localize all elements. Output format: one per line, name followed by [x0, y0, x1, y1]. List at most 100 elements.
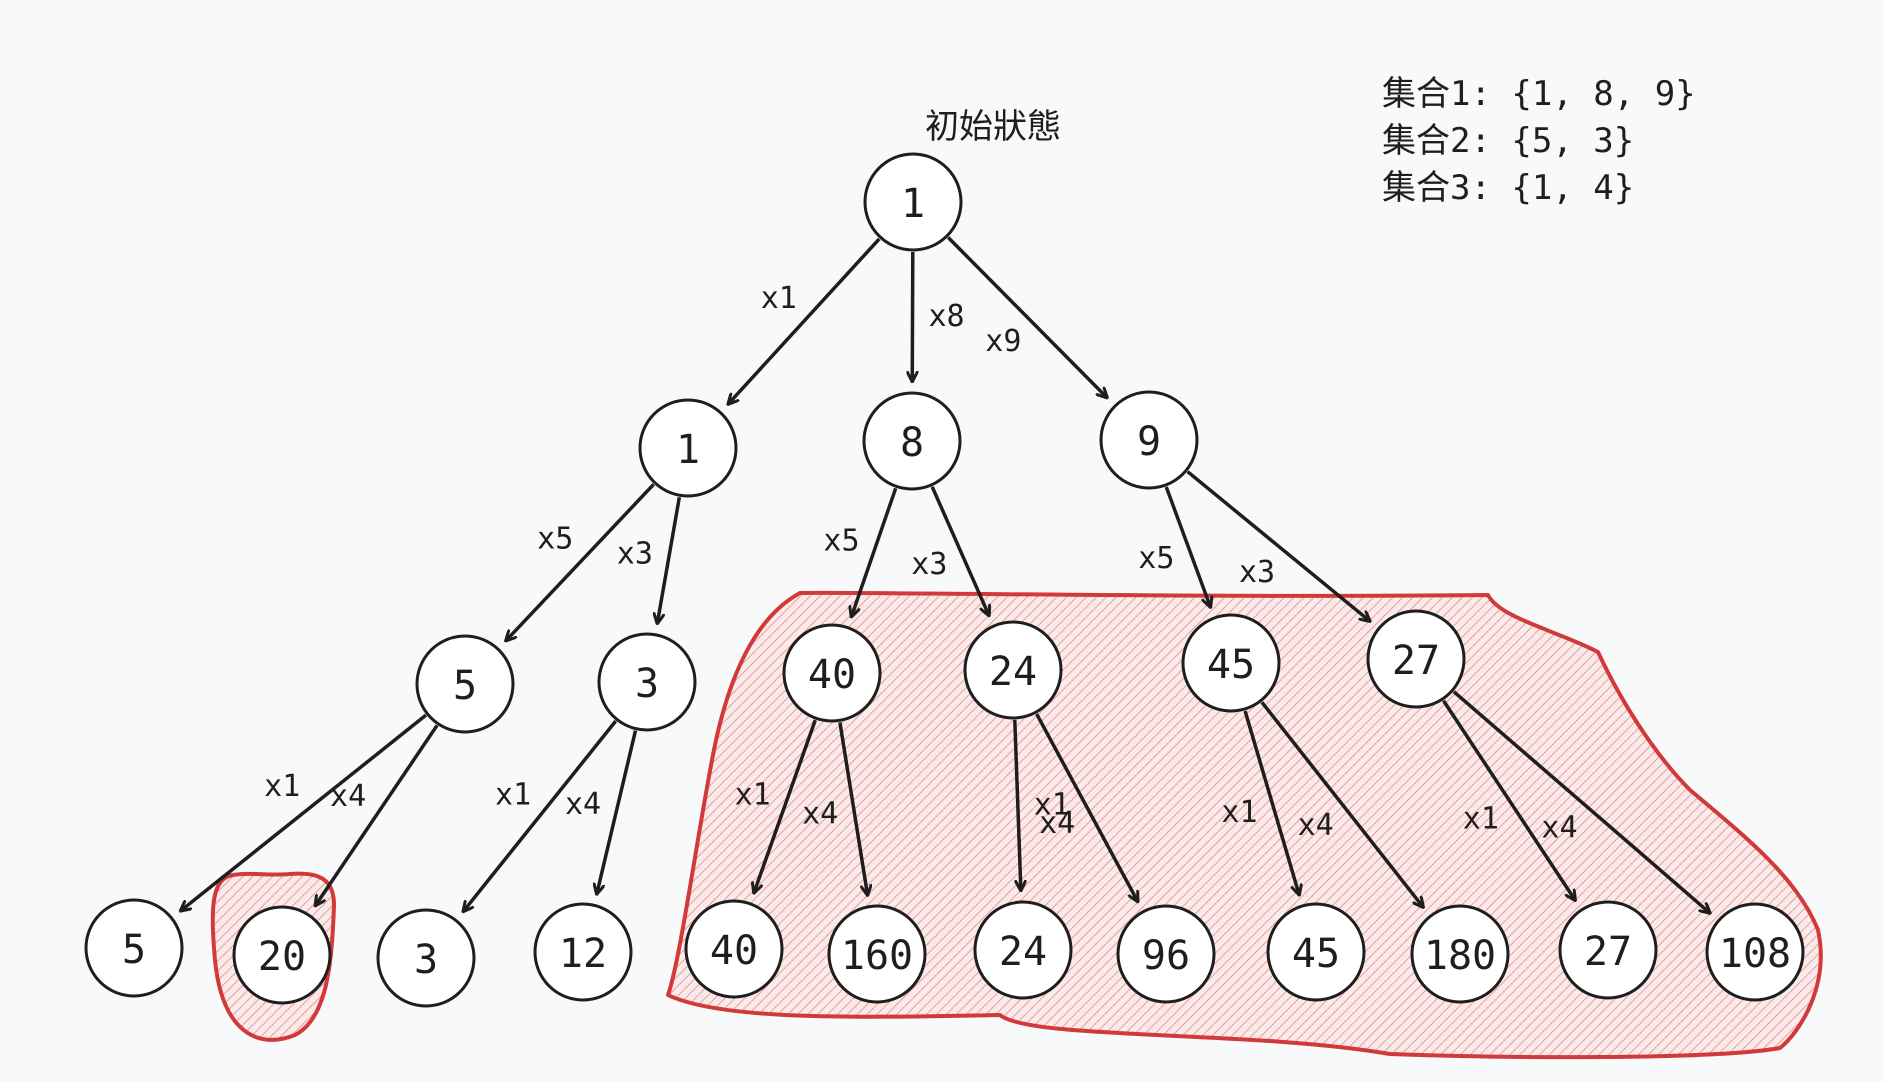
edge-arrow	[597, 730, 638, 894]
edge-label: x1	[1463, 802, 1499, 837]
edge-label: x1	[735, 777, 771, 812]
node-label: 27	[1392, 638, 1440, 684]
node-label: 40	[808, 652, 856, 698]
tree-node: 180	[1410, 904, 1510, 1004]
edge-arrow	[754, 719, 817, 892]
tree-node: 20	[232, 905, 332, 1005]
tree-node: 24	[973, 900, 1073, 1000]
tree-node: 5	[84, 898, 184, 998]
edge-arrow	[1186, 470, 1370, 621]
node-circle	[863, 152, 963, 252]
highlight-region-large	[666, 590, 1823, 1060]
node-circle	[862, 391, 962, 491]
edge-arrow	[946, 236, 1107, 398]
tree-node: 1	[863, 152, 963, 252]
tree-node: 8	[862, 391, 962, 491]
edge-label: x9	[985, 324, 1021, 359]
node-circle	[597, 632, 697, 732]
node-circle	[533, 902, 633, 1002]
edge-label: x5	[537, 522, 573, 557]
edge-arrow	[464, 719, 618, 911]
node-circle	[415, 634, 515, 734]
node-label: 96	[1142, 933, 1190, 979]
node-label: 20	[258, 934, 306, 980]
edge-arrow	[728, 237, 881, 404]
edge-label: x1	[761, 281, 797, 316]
edge-label: x4	[802, 796, 838, 831]
tree-node: 9	[1099, 390, 1199, 490]
node-circle	[827, 904, 927, 1004]
tree-node: 3	[376, 908, 476, 1008]
node-label: 45	[1292, 931, 1340, 977]
node-circle	[782, 623, 882, 723]
node-circle	[1266, 902, 1366, 1002]
edge-label: x5	[1138, 541, 1174, 576]
node-circle	[963, 620, 1063, 720]
tree-node: 96	[1116, 904, 1216, 1004]
edge-arrow	[838, 722, 868, 894]
node-circle	[1366, 609, 1466, 709]
node-circle	[1181, 613, 1281, 713]
tree-node: 45	[1266, 902, 1366, 1002]
node-circle	[638, 398, 738, 498]
edge-arrow	[930, 486, 989, 615]
tree-node: 45	[1181, 613, 1281, 713]
edge-label: x1	[264, 769, 300, 804]
edge-arrow	[506, 483, 655, 640]
edge-arrow	[657, 496, 682, 623]
node-circle	[1558, 900, 1658, 1000]
edge-label: x8	[928, 299, 964, 334]
edge-label: x4	[565, 787, 601, 822]
tree-node: 40	[782, 623, 882, 723]
edge-arrow	[1442, 699, 1575, 900]
edge-arrow	[316, 724, 439, 905]
node-circle	[973, 900, 1073, 1000]
edge-label: x3	[1239, 555, 1275, 590]
edge-arrow	[912, 251, 913, 381]
node-label: 8	[900, 420, 924, 466]
node-label: 3	[414, 937, 438, 983]
node-circle	[232, 905, 332, 1005]
tree-node: 108	[1705, 902, 1805, 1002]
edge-arrow	[1452, 690, 1710, 913]
edge-label: x4	[1039, 806, 1075, 841]
tree-node: 24	[963, 620, 1063, 720]
node-circle	[376, 908, 476, 1008]
node-label: 180	[1424, 933, 1496, 979]
node-label: 5	[122, 927, 146, 973]
edge-arrow	[1260, 701, 1423, 907]
node-circle	[1410, 904, 1510, 1004]
edge-label: x4	[1298, 808, 1334, 843]
node-label: 24	[989, 649, 1037, 695]
edge-arrow	[1243, 710, 1299, 894]
tree-node: 27	[1366, 609, 1466, 709]
edge-arrow	[1013, 719, 1021, 890]
node-circle	[84, 898, 184, 998]
node-label: 160	[841, 933, 913, 979]
diagram-title: 初始狀態	[925, 107, 1061, 147]
set-line-3: 集合3: {1, 4}	[1382, 168, 1634, 208]
node-circle	[1705, 902, 1805, 1002]
node-circle	[684, 899, 784, 999]
edge-arrow	[1035, 713, 1138, 901]
node-label: 9	[1137, 419, 1161, 465]
node-label: 1	[901, 181, 925, 227]
tree-node: 5	[415, 634, 515, 734]
edge-label: x4	[330, 779, 366, 814]
edge-label: x4	[1541, 810, 1577, 845]
edge-arrow	[181, 713, 428, 910]
node-label: 5	[453, 663, 477, 709]
node-label: 108	[1719, 931, 1791, 977]
node-label: 45	[1207, 642, 1255, 688]
node-label: 40	[710, 928, 758, 974]
edge-label: x1	[1221, 795, 1257, 830]
node-label: 24	[999, 929, 1047, 975]
set-line-2: 集合2: {5, 3}	[1382, 121, 1634, 161]
node-label: 1	[676, 427, 700, 473]
edge-label: x1	[1034, 788, 1070, 823]
node-label: 27	[1584, 929, 1632, 975]
edge-label: x5	[823, 524, 859, 559]
edge-arrow	[1164, 486, 1210, 607]
